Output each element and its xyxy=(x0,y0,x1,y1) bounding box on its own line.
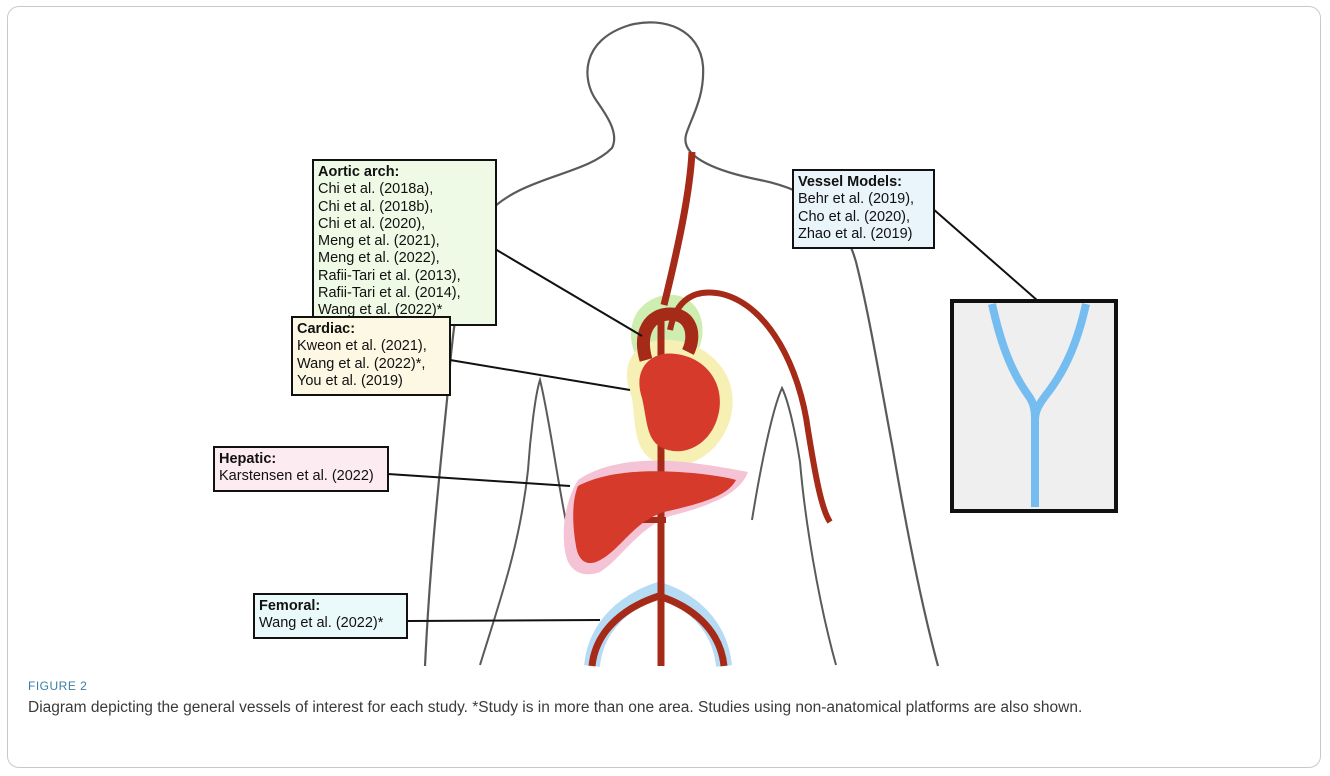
hepatic-box: Hepatic: Karstensen et al. (2022) xyxy=(213,446,389,492)
aortic-study-5: Meng et al. (2022), xyxy=(318,250,490,267)
hepatic-leader-line xyxy=(388,474,570,486)
aortic-leader-line xyxy=(490,246,642,336)
vessel-models-box: Vessel Models: Behr et al. (2019), Cho e… xyxy=(792,169,935,249)
cardiac-study-2: Wang et al. (2022)*, xyxy=(297,356,444,373)
femoral-study-1: Wang et al. (2022)* xyxy=(259,615,401,632)
cardiac-title: Cardiac: xyxy=(297,321,444,338)
hepatic-title: Hepatic: xyxy=(219,451,382,468)
hepatic-study-1: Karstensen et al. (2022) xyxy=(219,468,382,485)
aortic-study-7: Rafii-Tari et al. (2014), xyxy=(318,285,490,302)
vessel-models-study-1: Behr et al. (2019), xyxy=(798,191,928,208)
figure-label: FIGURE 2 xyxy=(28,679,87,693)
aortic-study-1: Chi et al. (2018a), xyxy=(318,181,490,198)
aortic-arch-title: Aortic arch: xyxy=(318,164,490,181)
femoral-leader-line xyxy=(408,620,600,621)
cardiac-leader-line xyxy=(450,360,630,390)
aortic-study-2: Chi et al. (2018b), xyxy=(318,199,490,216)
aortic-arch-box: Aortic arch: Chi et al. (2018a), Chi et … xyxy=(312,159,497,326)
cardiac-study-3: You et al. (2019) xyxy=(297,373,444,390)
cardiac-box: Cardiac: Kweon et al. (2021), Wang et al… xyxy=(291,316,451,396)
aortic-study-6: Rafii-Tari et al. (2013), xyxy=(318,268,490,285)
aortic-study-4: Meng et al. (2021), xyxy=(318,233,490,250)
aortic-study-3: Chi et al. (2020), xyxy=(318,216,490,233)
vessel-models-title: Vessel Models: xyxy=(798,174,928,191)
figure-caption: Diagram depicting the general vessels of… xyxy=(28,696,1293,719)
femoral-box: Femoral: Wang et al. (2022)* xyxy=(253,593,408,639)
left-arm-inner xyxy=(480,380,570,665)
vessel-models-study-3: Zhao et al. (2019) xyxy=(798,226,928,243)
right-arm-inner xyxy=(752,388,836,665)
cardiac-study-1: Kweon et al. (2021), xyxy=(297,338,444,355)
vessel-models-study-2: Cho et al. (2020), xyxy=(798,209,928,226)
vessel-models-leader-line xyxy=(932,208,1038,301)
femoral-title: Femoral: xyxy=(259,598,401,615)
